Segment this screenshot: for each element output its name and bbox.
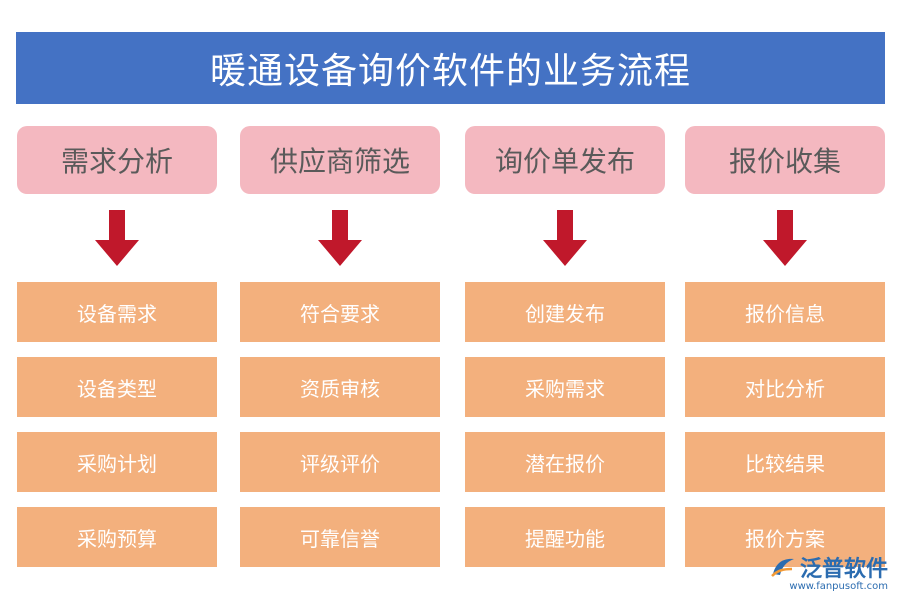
stage-item: 报价方案: [685, 507, 885, 567]
stage-item: 符合要求: [240, 282, 440, 342]
stage-item: 比较结果: [685, 432, 885, 492]
stage-item: 设备需求: [17, 282, 217, 342]
down-arrow-icon: [763, 210, 807, 266]
brand-logo: 泛普软件 www.fanpusoft.com: [770, 551, 888, 592]
process-column-4: 报价收集 报价信息 对比分析 比较结果 报价方案: [685, 126, 885, 582]
stage-item: 潜在报价: [465, 432, 665, 492]
stage-item: 对比分析: [685, 357, 885, 417]
stage-header: 询价单发布: [465, 126, 665, 194]
stage-items: 创建发布 采购需求 潜在报价 提醒功能: [465, 282, 665, 567]
brand-name: 泛普软件: [799, 557, 888, 582]
process-column-2: 供应商筛选 符合要求 资质审核 评级评价 可靠信誉: [240, 126, 440, 582]
stage-item: 创建发布: [465, 282, 665, 342]
stage-item: 资质审核: [240, 357, 440, 417]
stage-item: 评级评价: [240, 432, 440, 492]
down-arrow-icon: [95, 210, 139, 266]
stage-item: 采购计划: [17, 432, 217, 492]
stage-header: 需求分析: [17, 126, 217, 194]
process-column-3: 询价单发布 创建发布 采购需求 潜在报价 提醒功能: [465, 126, 665, 582]
stage-header: 报价收集: [685, 126, 885, 194]
brand-url: www.fanpusoft.com: [789, 581, 888, 592]
stage-item: 设备类型: [17, 357, 217, 417]
brand-mark-icon: [771, 558, 794, 577]
stage-header: 供应商筛选: [240, 126, 440, 194]
title-bar: 暖通设备询价软件的业务流程: [16, 32, 885, 104]
stage-item: 报价信息: [685, 282, 885, 342]
stage-item: 采购需求: [465, 357, 665, 417]
diagram-title: 暖通设备询价软件的业务流程: [209, 51, 691, 92]
stage-items: 报价信息 对比分析 比较结果 报价方案: [685, 282, 885, 567]
down-arrow-icon: [318, 210, 362, 266]
stage-item: 采购预算: [17, 507, 217, 567]
stage-item: 提醒功能: [465, 507, 665, 567]
stage-item: 可靠信誉: [240, 507, 440, 567]
stage-items: 设备需求 设备类型 采购计划 采购预算: [17, 282, 217, 567]
process-column-1: 需求分析 设备需求 设备类型 采购计划 采购预算: [17, 126, 217, 582]
down-arrow-icon: [543, 210, 587, 266]
stage-items: 符合要求 资质审核 评级评价 可靠信誉: [240, 282, 440, 567]
